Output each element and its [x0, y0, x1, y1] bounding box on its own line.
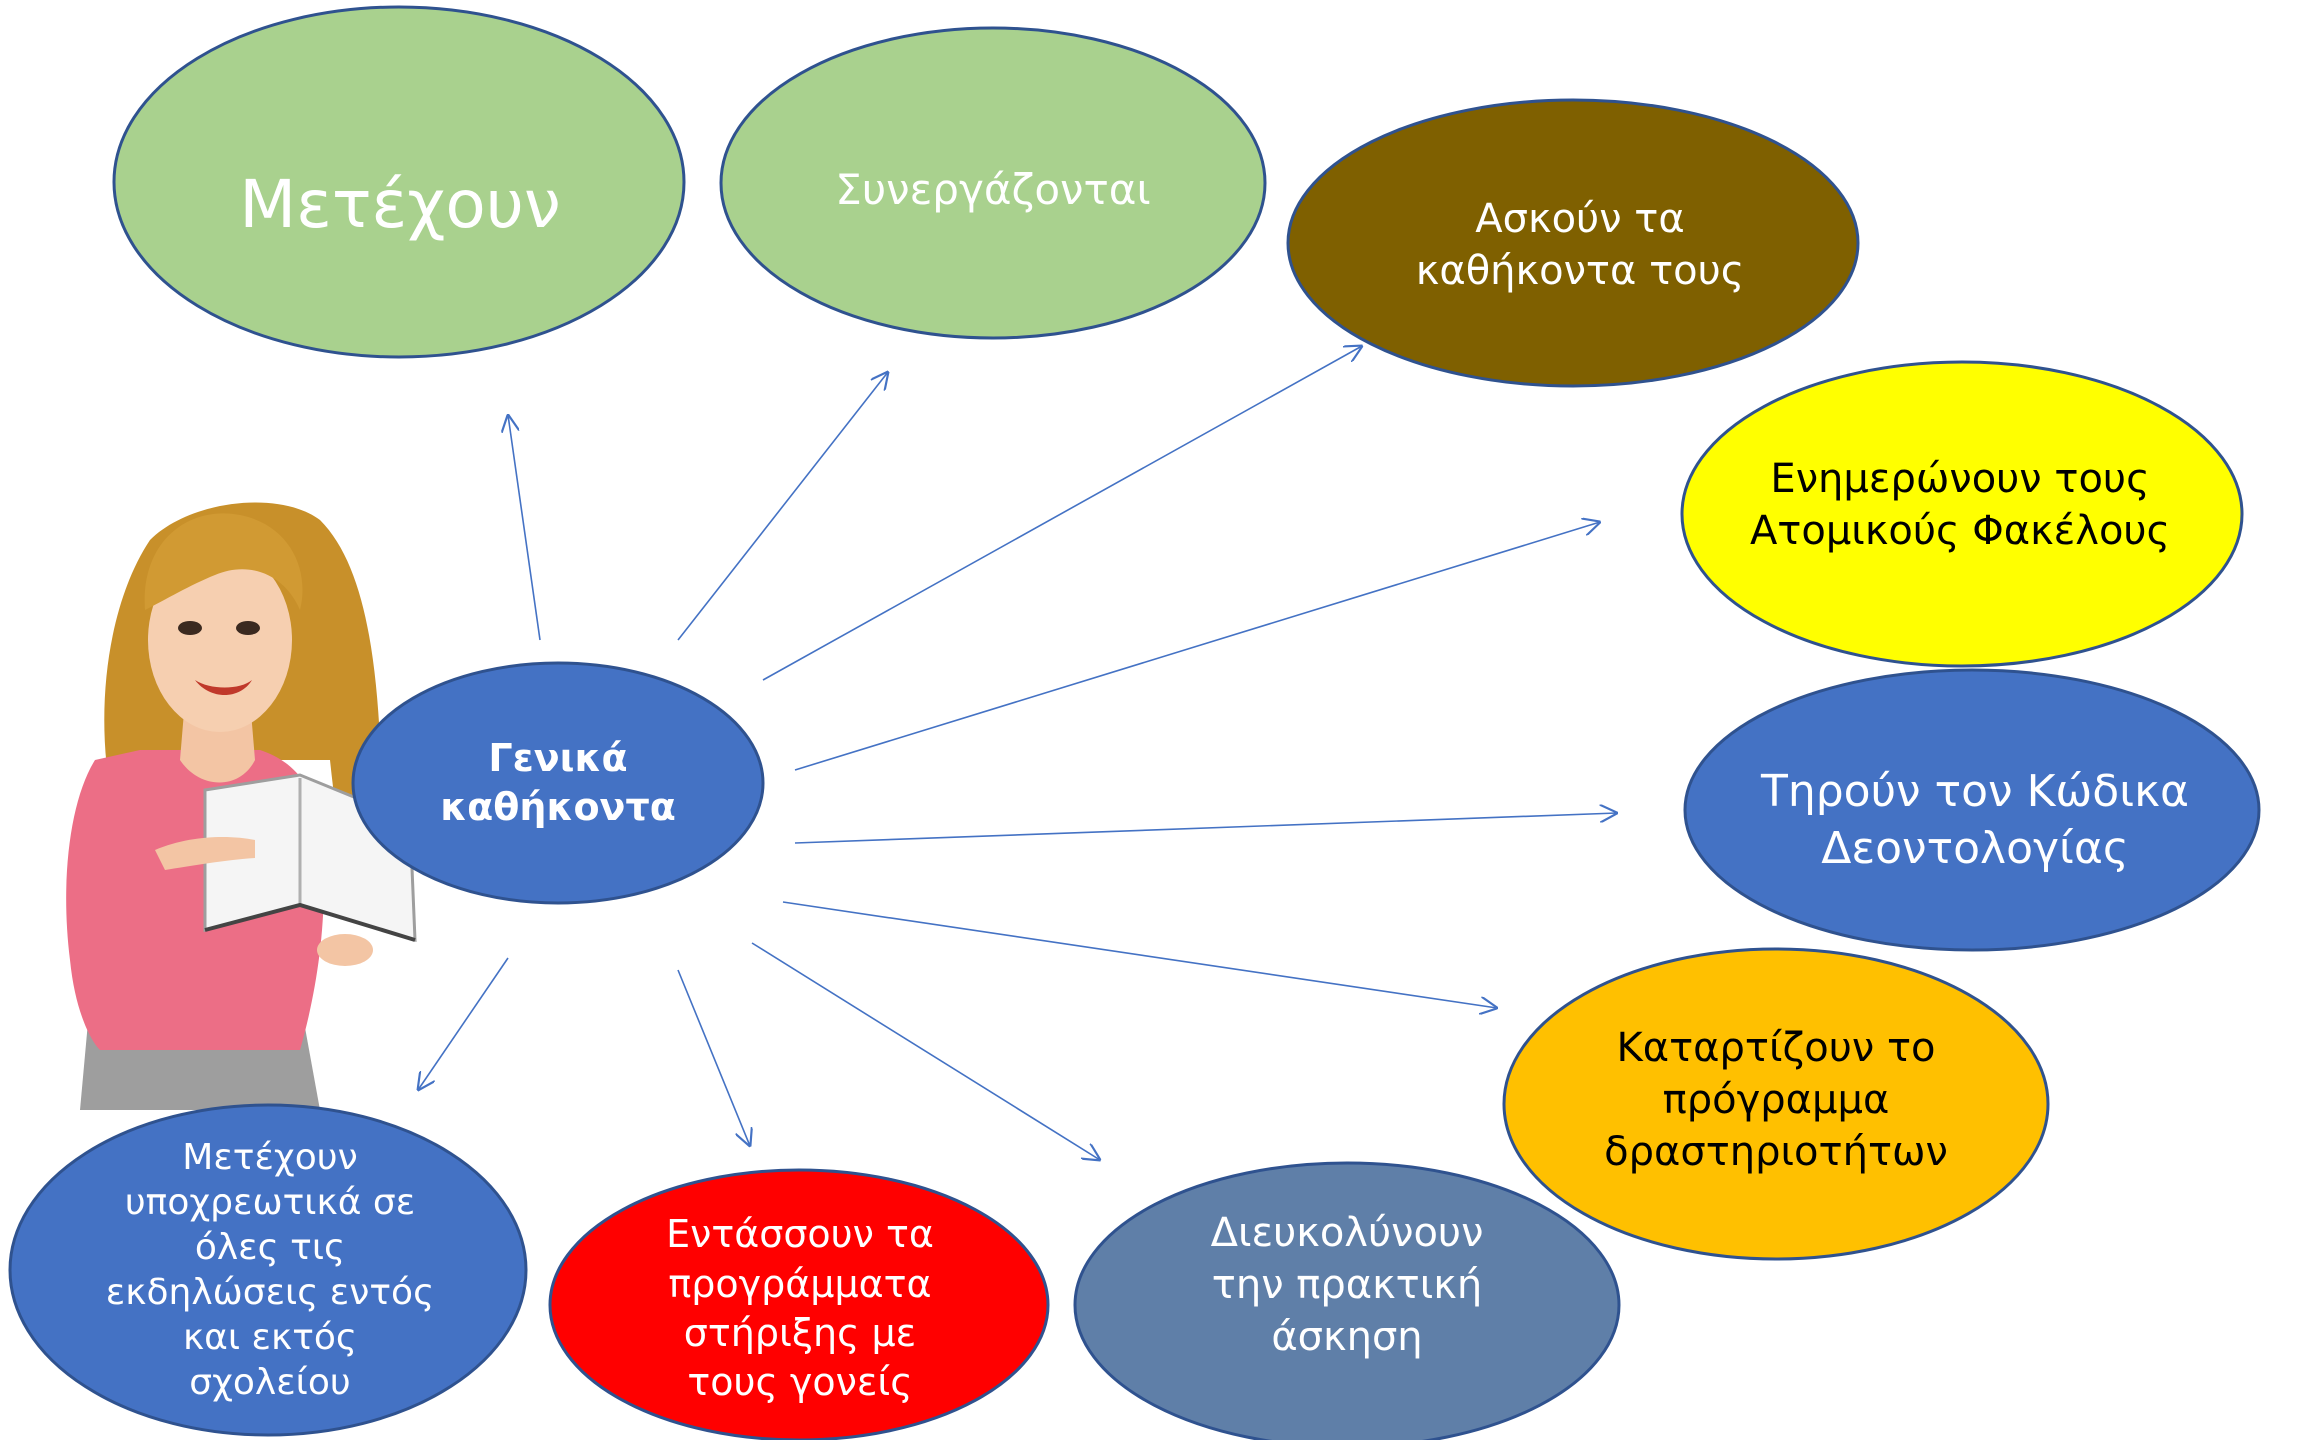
- label-tiroun: Τηρούν τον Κώδικα Δεοντολογίας: [1760, 765, 2190, 874]
- label-synergazontai: Συνεργάζονται: [835, 164, 1151, 214]
- arrow-to-entassoun: [677, 969, 750, 1146]
- arrow-to-synergazontai: [677, 372, 888, 641]
- node-entassoun: [548, 1168, 1050, 1440]
- node-synergazontai: [719, 26, 1267, 340]
- label-enimeronoun: Ενημερώνουν τους Ατομικούς Φακέλους: [1749, 456, 2171, 554]
- node-askoun: [1286, 98, 1860, 388]
- label-entassoun: Εντάσσουν τα προγράμματα στήριξης με του…: [666, 1212, 934, 1405]
- arrows-layer: [418, 346, 1617, 1160]
- label-katartizoun: Καταρτίζουν το πρόγραμμα δραστηριοτήτων: [1604, 1025, 1948, 1175]
- label-askoun: Ασκούν τα καθήκοντα τους: [1415, 196, 1745, 294]
- label-dieukolynoun: Διευκολύνουν την πρακτική άσκηση: [1210, 1210, 1484, 1360]
- node-metechoun: [112, 5, 686, 359]
- arrow-to-enimeronoun: [794, 522, 1600, 771]
- node-metechoun-ypochreotika: [8, 1103, 528, 1437]
- arrow-to-tiroun: [794, 813, 1617, 844]
- center-node: [351, 661, 765, 905]
- arrow-to-katartizoun: [782, 901, 1497, 1008]
- arrow-to-askoun: [762, 346, 1362, 681]
- label-metechoun: Μετέχουν: [239, 166, 561, 244]
- center-label: Γενικά καθήκοντα: [440, 735, 676, 829]
- arrow-to-metechoun: [508, 415, 541, 641]
- arrow-to-dieukolynoun: [751, 942, 1100, 1160]
- node-tiroun: [1683, 668, 2261, 952]
- node-katartizoun: [1502, 947, 2050, 1261]
- teacher-illustration: [66, 502, 417, 1110]
- node-enimeronoun: [1680, 360, 2244, 668]
- node-dieukolynoun: [1073, 1161, 1621, 1440]
- label-metechoun-ypochreotika: Μετέχουν υποχρεωτικά σε όλες τις εκδηλώσ…: [105, 1137, 435, 1403]
- arrow-to-metechoun-ypochreotika: [418, 957, 509, 1090]
